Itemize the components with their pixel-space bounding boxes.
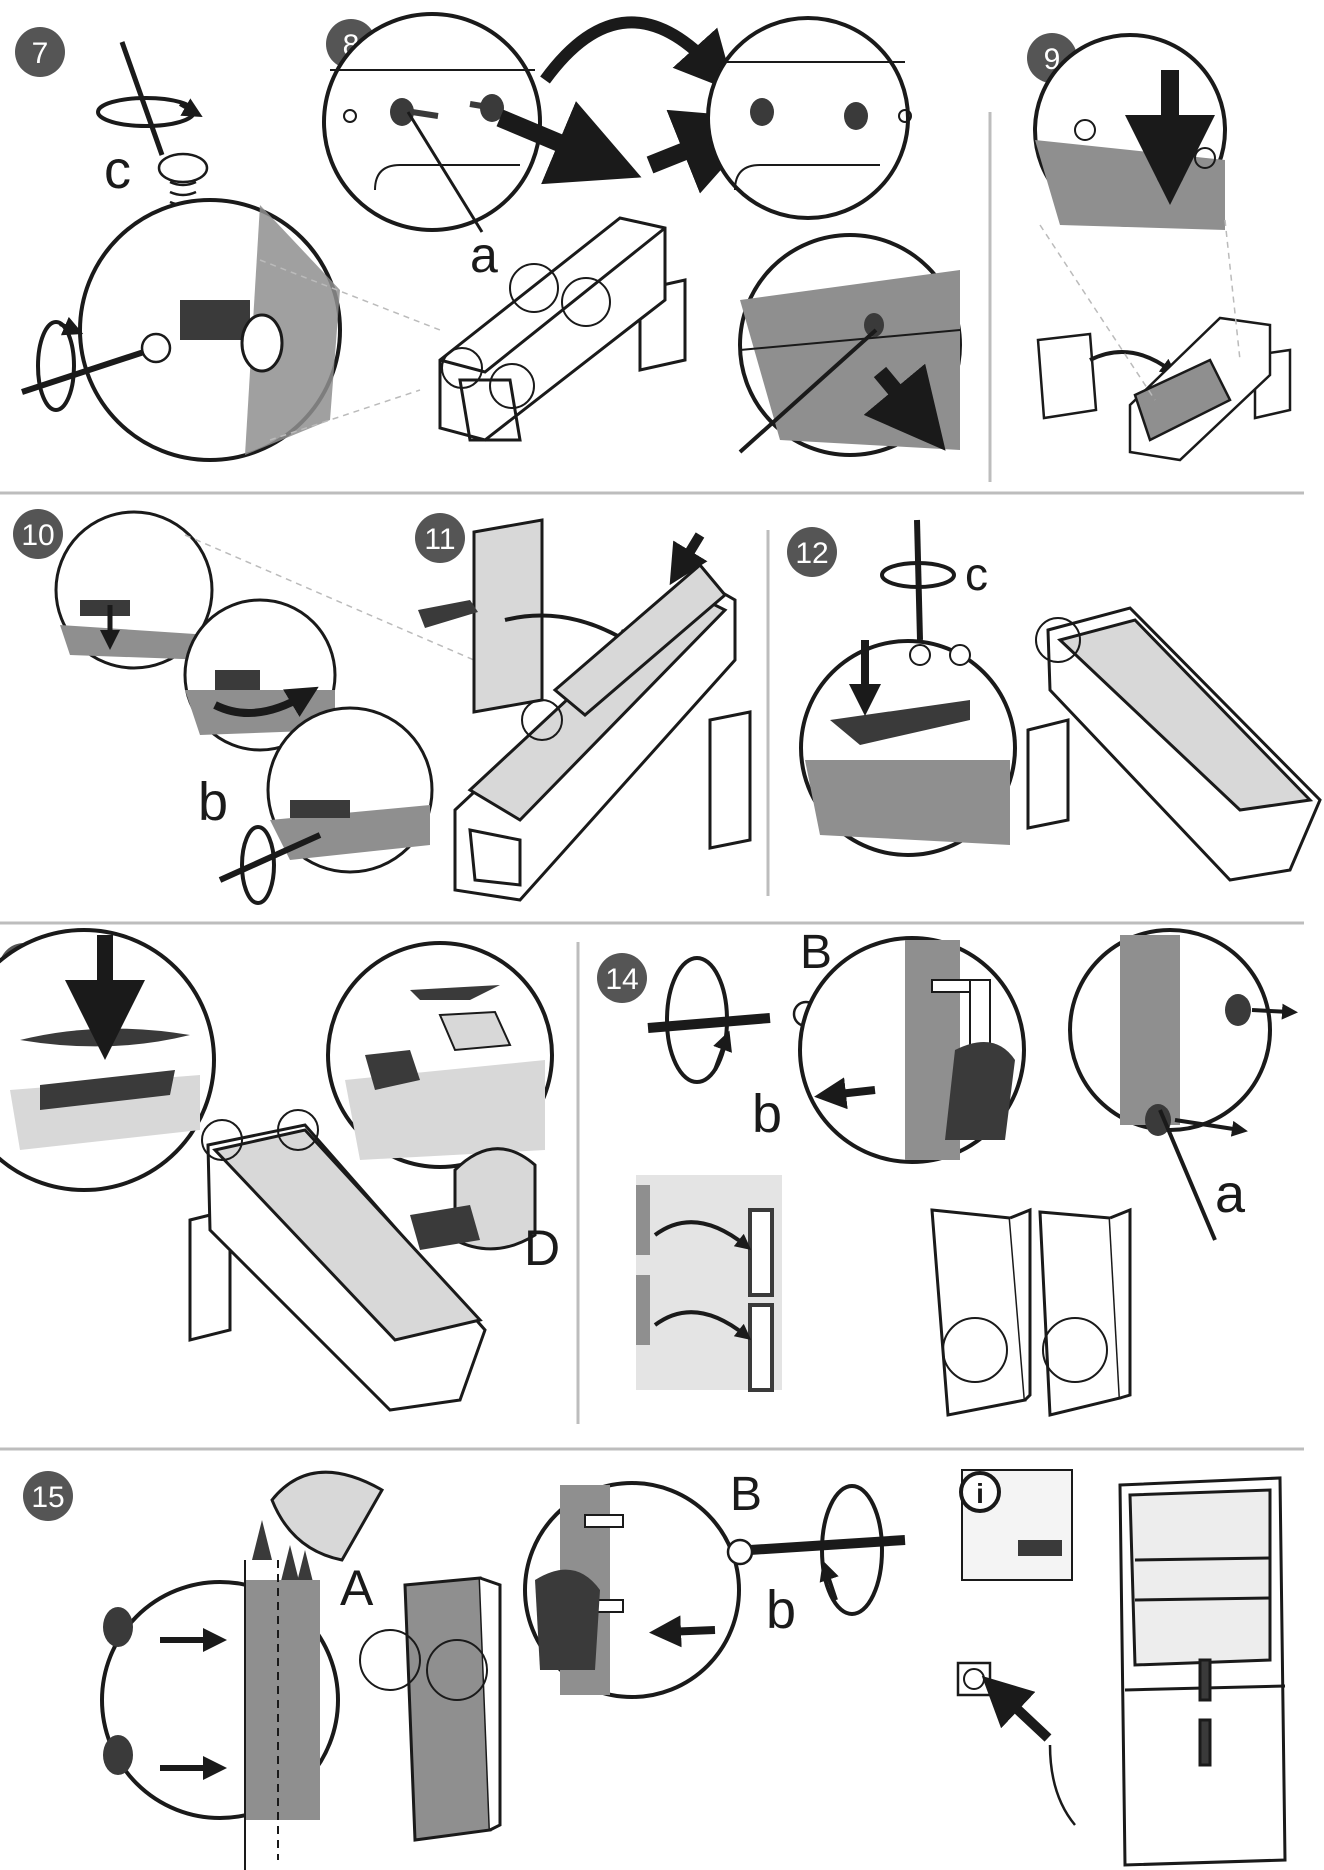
step-14-badge (597, 953, 647, 1003)
step-13-label-D: D (524, 1220, 560, 1276)
door-hinge-swap (636, 1175, 782, 1392)
step-12-label-c: c (965, 548, 988, 600)
step-10-label-b: b (198, 772, 228, 832)
step-9-panel: 9 (1027, 33, 1292, 462)
fridge-body (403, 1576, 502, 1842)
step-7-zoom-circle (78, 198, 342, 462)
screwdriver-icon (914, 519, 923, 641)
fridge-body (438, 216, 687, 442)
rotate-arrow-icon (240, 825, 276, 905)
step-11-number: 11 (424, 523, 455, 556)
screwdriver-icon (21, 332, 172, 395)
step-14-label-b: b (752, 1084, 782, 1144)
panel-separators (0, 112, 1304, 1451)
step-12-panel: 12 c (787, 519, 1322, 882)
step-12-badge (787, 527, 837, 577)
screwdriver-icon (218, 832, 322, 883)
step-14-label-a: a (1215, 1164, 1246, 1224)
step-7-number: 7 (32, 37, 49, 70)
step-15-label-b: b (766, 1580, 796, 1640)
screwdriver-icon (726, 1535, 906, 1566)
step-8-label-a: a (470, 227, 498, 283)
step-8-zoom-circle-bottom (738, 233, 962, 457)
step-8-zoom-circle-left (322, 12, 542, 233)
hand (945, 1042, 1015, 1140)
fridge-body (188, 1123, 487, 1412)
step-10-badge (13, 509, 63, 559)
step-8-panel: 8 a (322, 12, 962, 457)
fridge-pair (930, 1207, 1132, 1417)
step-10-number: 10 (21, 519, 54, 552)
wall-socket-icon (956, 1661, 992, 1697)
rotate-arrow-icon (540, 16, 736, 93)
step-10-panel: 10 b (13, 509, 521, 905)
step-15-badge (23, 1471, 73, 1521)
step-14-label-B: B (800, 926, 832, 979)
step-11-badge (415, 513, 465, 563)
rotate-arrow-icon (880, 561, 956, 589)
step-8-zoom-circle-right (706, 16, 912, 220)
parts-bag-A (252, 1470, 385, 1590)
step-15-panel: 15 A B (23, 1468, 1287, 1870)
step-13-panel: 13 D (0, 928, 560, 1412)
step-11-panel: 11 (415, 513, 752, 902)
step-9-zoom-circle (1033, 33, 1227, 230)
step-15-label-B: B (730, 1468, 762, 1521)
step-7-label-c: c (104, 140, 131, 200)
parts-bag-D (410, 1147, 537, 1251)
rotate-arrow-icon (819, 1484, 884, 1616)
fridge-body (1026, 606, 1322, 882)
step-15-number: 15 (31, 1481, 64, 1514)
fridge-body (453, 562, 752, 902)
final-fridge (1118, 1476, 1287, 1867)
power-plug-icon (981, 1675, 1076, 1826)
step-14-panel: 14 B b a (597, 926, 1298, 1417)
step-14-number: 14 (605, 963, 638, 996)
screwdriver-icon (647, 1000, 820, 1033)
step-7-panel: 7 c (15, 27, 441, 462)
rotate-arrow-icon (96, 96, 203, 128)
step-12-number: 12 (795, 537, 828, 570)
fridge-body (1128, 316, 1292, 462)
rotate-arrow-icon (36, 316, 84, 412)
info-icon-letter: i (976, 1478, 984, 1509)
hand (418, 600, 478, 628)
step-8-detail-rings (441, 263, 611, 409)
hinge-screw (157, 152, 209, 207)
info-icon: i (959, 1469, 1073, 1581)
hand (535, 1569, 600, 1670)
top-cover (1036, 332, 1098, 420)
step-7-badge (15, 27, 65, 77)
step-15-label-A: A (340, 1560, 374, 1616)
